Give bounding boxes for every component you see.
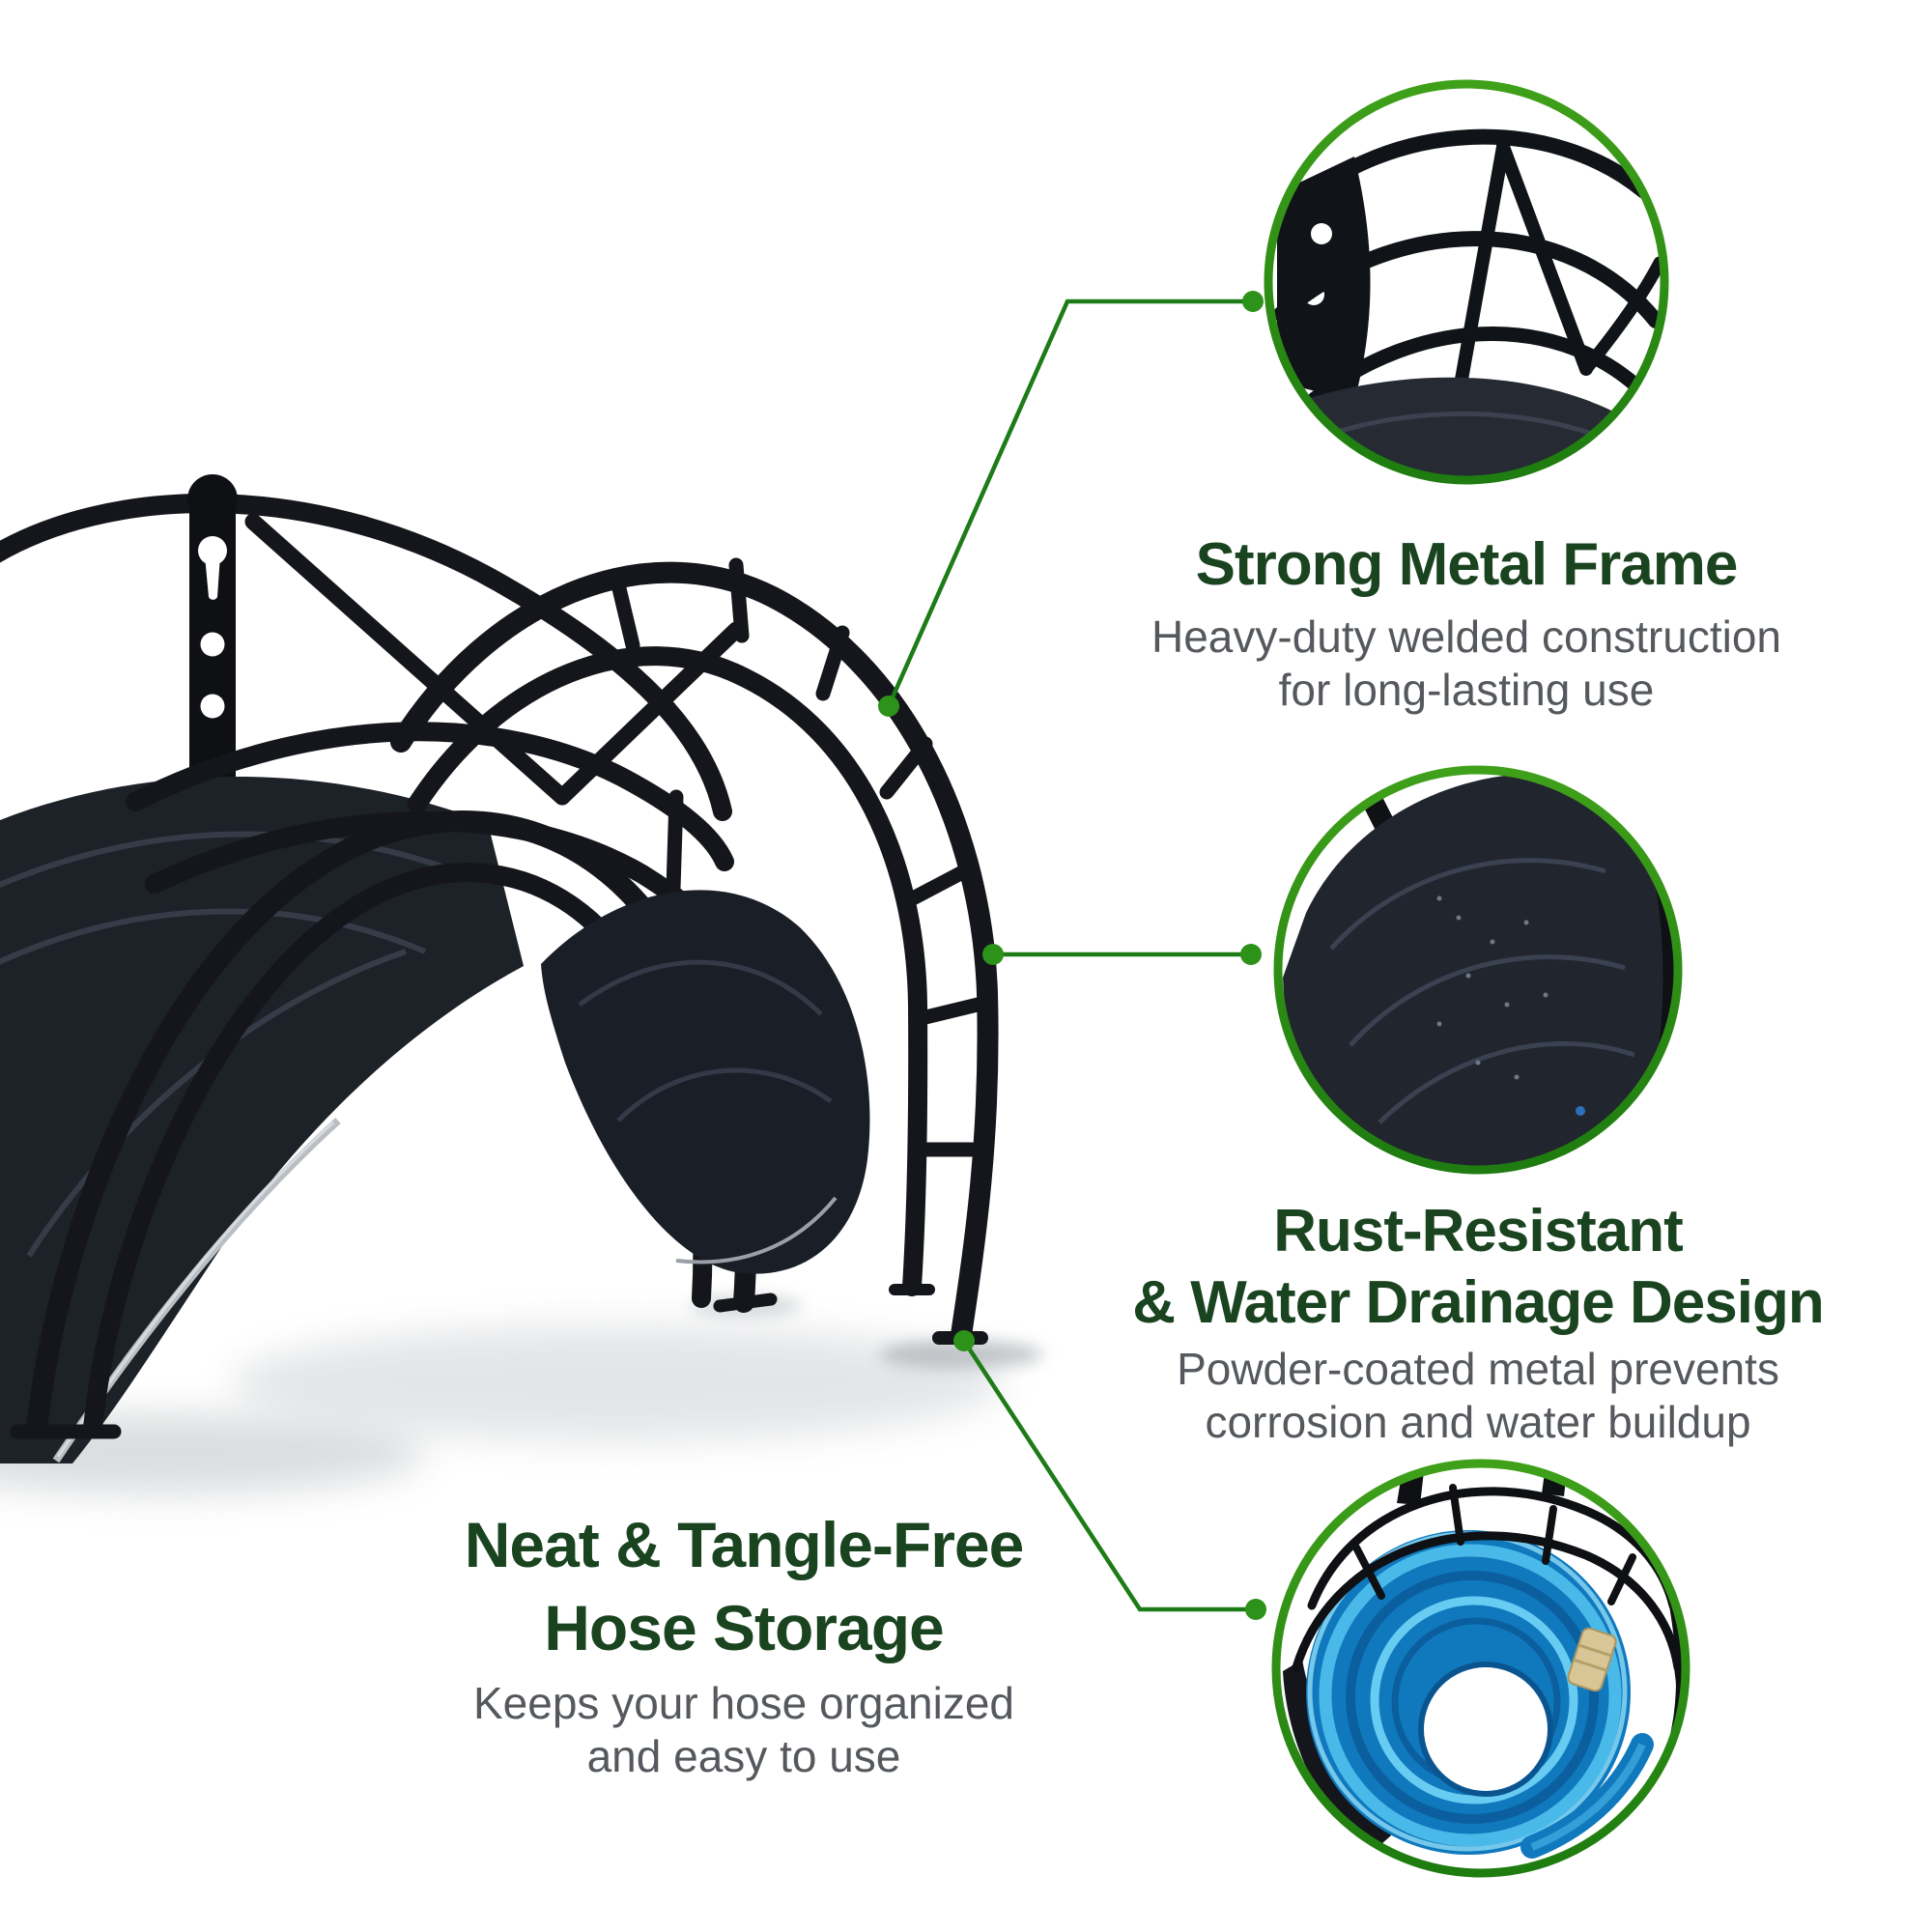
callout-circle-panel	[1273, 765, 1683, 1175]
feature-title-line: Strong Metal Frame	[1195, 531, 1739, 598]
frame-crossbar	[126, 722, 734, 871]
product-image-hose-hanger	[0, 474, 1043, 1494]
feature-description: Keeps your hose organized and easy to us…	[465, 1677, 1024, 1783]
callout-circle-frame	[1264, 79, 1669, 485]
feature-title: Neat & Tangle-Free Hose Storage	[464, 1503, 1025, 1669]
feature-description-line: for long-lasting use	[1278, 665, 1655, 715]
feature-title: Strong Metal Frame	[1151, 529, 1781, 601]
feature-description: Powder-coated metal prevents corrosion a…	[1132, 1343, 1823, 1449]
screw-hole	[200, 632, 225, 657]
feature-block-hose-storage: Neat & Tangle-Free Hose Storage Keeps yo…	[464, 1503, 1025, 1783]
frame-back-rim	[0, 494, 732, 821]
screw-hole	[200, 694, 225, 719]
hose-cradle-panel-right	[541, 890, 870, 1274]
feature-description-line: and easy to use	[586, 1731, 901, 1781]
feature-block-strong-metal-frame: Strong Metal Frame Heavy-duty welded con…	[1151, 529, 1781, 717]
feature-title-line: Rust-Resistant	[1273, 1198, 1684, 1264]
feature-description: Heavy-duty welded construction for long-…	[1151, 611, 1781, 717]
callout-ring	[1273, 765, 1683, 1175]
callout-connectors	[886, 298, 1253, 1612]
feature-description-line: Keeps your hose organized	[472, 1678, 1015, 1728]
feature-description-line: corrosion and water buildup	[1205, 1397, 1751, 1447]
connector-line-hose	[962, 1339, 1253, 1612]
feature-title-line: Neat & Tangle-Free	[464, 1509, 1025, 1580]
hose-coiled-closeup-image	[1283, 1467, 1682, 1859]
callout-circle-hose	[1271, 1459, 1690, 1878]
feature-description-line: Heavy-duty welded construction	[1151, 611, 1781, 662]
connector-dots	[878, 291, 1266, 1620]
brass-hose-fitting	[1567, 1627, 1617, 1692]
feature-description-line: Powder-coated metal prevents	[1177, 1344, 1779, 1394]
water-droplets	[1436, 895, 1548, 1080]
callout-ring	[1264, 79, 1669, 485]
feature-title-line: & Water Drainage Design	[1132, 1269, 1824, 1336]
frame-front-rim	[390, 557, 999, 1346]
callout-ring	[1271, 1459, 1690, 1878]
connector-line-frame	[886, 298, 1249, 707]
feature-title: Rust-Resistant & Water Drainage Design	[1132, 1196, 1824, 1339]
feature-title-line: Hose Storage	[544, 1592, 944, 1663]
feature-block-rust-resistant: Rust-Resistant & Water Drainage Design P…	[1132, 1196, 1824, 1449]
